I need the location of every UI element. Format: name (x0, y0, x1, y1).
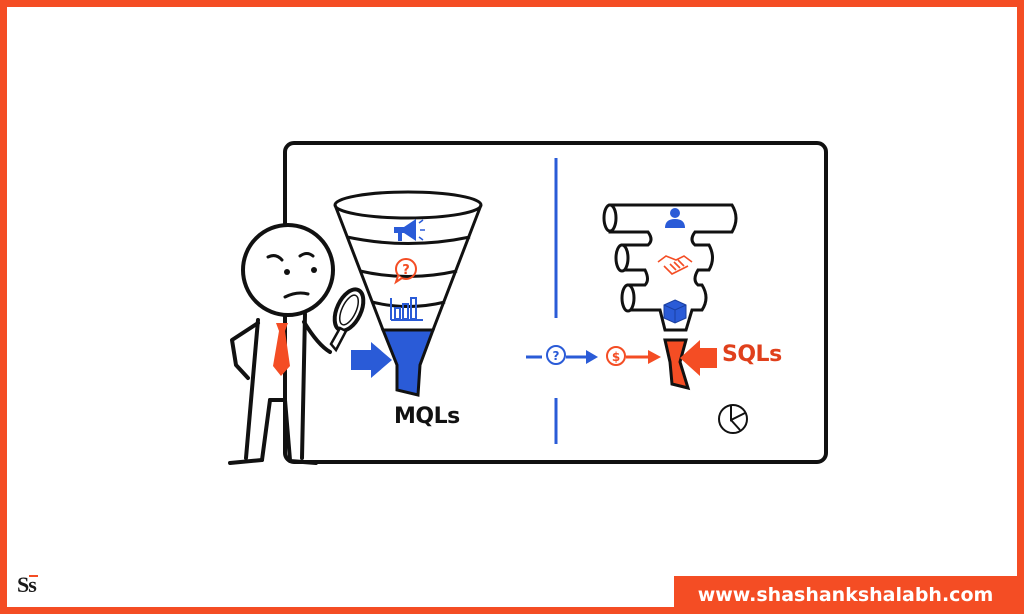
megaphone-icon (394, 219, 425, 241)
question-bubble-icon: ? (394, 258, 417, 285)
stick-figure (228, 198, 335, 465)
question-bubble-icon (546, 345, 566, 365)
tie (273, 323, 290, 376)
mql-arrow-icon (351, 342, 392, 378)
handshake-icon (657, 255, 693, 275)
dollar-coin-icon (606, 346, 626, 366)
sql-output (663, 338, 691, 391)
sql-arrow-icon (680, 340, 717, 376)
pie-chart-icon (718, 404, 748, 434)
website-url-link[interactable]: www.shashankshalabh.com (674, 576, 1017, 614)
mql-label: MQLs (394, 404, 460, 429)
svg-text:?: ? (553, 349, 560, 363)
bar-chart-icon (390, 297, 423, 321)
logo-accent-bar (29, 575, 39, 577)
person-icon (665, 208, 685, 228)
magnifier-icon (329, 287, 366, 353)
flow-arrows: ? $ (526, 340, 717, 376)
box-icon (663, 299, 687, 324)
canvas (7, 7, 1017, 607)
mql-funnel: ? (333, 190, 483, 397)
logo-letter-1: S (17, 572, 29, 597)
sql-label: SQLs (722, 342, 782, 367)
svg-text:$: $ (612, 350, 620, 364)
svg-text:?: ? (402, 263, 410, 278)
logo-letter-2: s (28, 572, 37, 597)
